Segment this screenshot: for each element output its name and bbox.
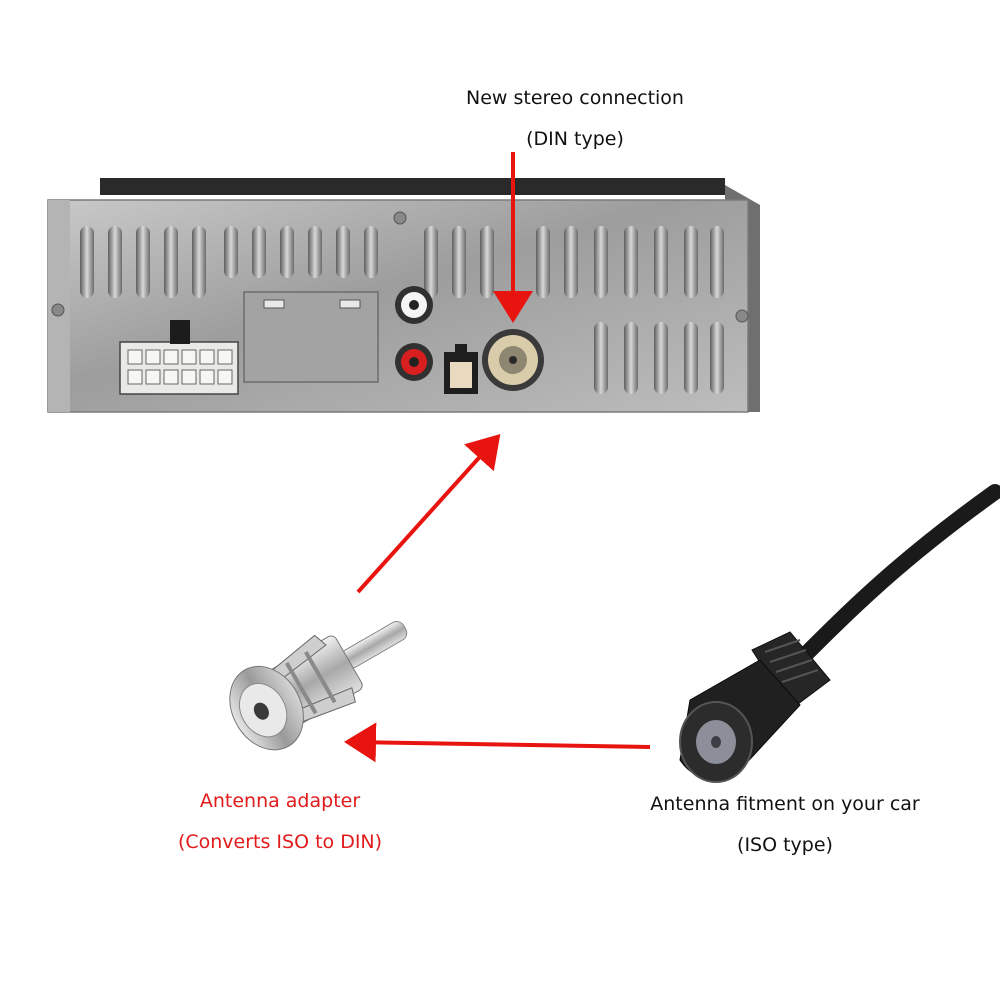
car-stereo-rear [47, 178, 760, 413]
adapter-label-title: Antenna adapter [199, 790, 361, 812]
adapter-label: Antenna adapter (Converts ISO to DIN) [130, 789, 430, 854]
screw-icon [51, 303, 65, 317]
adapter-label-note: (Converts ISO to DIN) [177, 831, 383, 853]
stereo-connection-label: New stereo connection (DIN type) [400, 86, 750, 151]
car-label-title: Antenna fitment on your car [650, 793, 920, 815]
car-antenna-label: Antenna fitment on your car (ISO type) [620, 792, 950, 857]
vent-slots-lower [594, 322, 724, 394]
stereo-top-lid [100, 178, 725, 195]
stereo-label-title: New stereo connection [466, 87, 684, 109]
arrow-adapter-to-stereo [356, 434, 501, 594]
arrow-plug-to-adapter [344, 722, 651, 763]
antenna-cable [792, 484, 1000, 668]
antenna-adapter [229, 621, 408, 751]
iso-antenna-plug [679, 484, 1000, 783]
stereo-label-type: (DIN type) [526, 128, 624, 150]
car-label-type: (ISO type) [737, 834, 833, 856]
vent-slots-top [80, 226, 724, 298]
rca-white [395, 286, 433, 324]
rca-red [395, 343, 433, 381]
arrows [344, 152, 651, 763]
small-connector [444, 344, 478, 394]
screw-icon [393, 211, 407, 225]
iso-wiring-block [119, 320, 239, 395]
din-antenna-socket [482, 329, 544, 391]
screw-icon [735, 309, 749, 323]
